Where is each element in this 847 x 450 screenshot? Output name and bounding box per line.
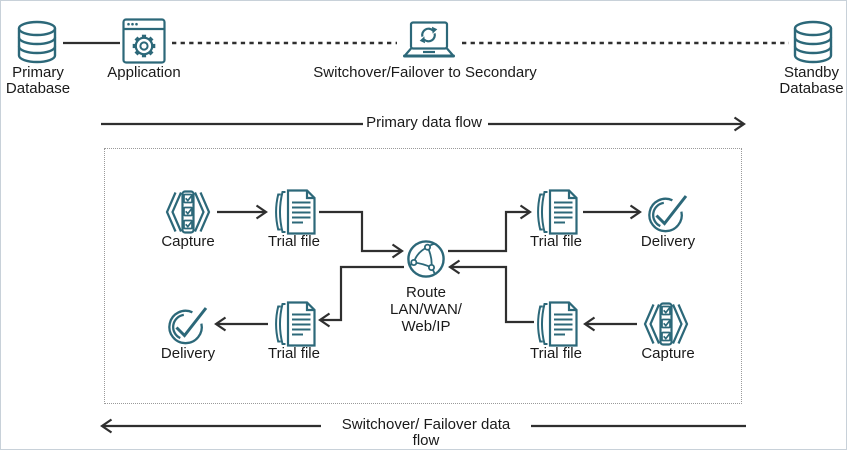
- switchover-data-flow-label: Switchover/ Failover data flow: [341, 416, 511, 449]
- delivery-label: Delivery: [640, 233, 696, 250]
- trail-file-icon: [272, 301, 316, 347]
- pipeline-boundary-box: [104, 148, 742, 404]
- delivery-check-icon: [164, 302, 210, 346]
- trail-file-icon: [272, 189, 316, 235]
- capture-label: Capture: [161, 233, 215, 250]
- capture-checklist-icon: [642, 302, 690, 346]
- trial-file-label: Trial file: [268, 345, 320, 362]
- application-label: Application: [107, 64, 181, 81]
- laptop-sync-icon: [400, 21, 458, 61]
- standby-database-label: Standby Database: [779, 64, 844, 97]
- capture-label: Capture: [641, 345, 695, 362]
- trail-file-icon: [534, 189, 578, 235]
- primary-database-label: Primary Database: [5, 64, 71, 97]
- route-label-line1: Route: [405, 284, 447, 301]
- trail-file-icon: [534, 301, 578, 347]
- network-globe-icon: [406, 239, 446, 279]
- application-gear-icon: [122, 18, 166, 64]
- trial-file-label: Trial file: [530, 233, 582, 250]
- capture-checklist-icon: [164, 190, 212, 234]
- primary-data-flow-label: Primary data flow: [366, 114, 482, 131]
- delivery-label: Delivery: [160, 345, 216, 362]
- route-label: Route LAN/WAN/ Web/IP: [374, 284, 478, 335]
- trial-file-label: Trial file: [530, 345, 582, 362]
- route-label-line2: LAN/WAN/: [390, 301, 462, 318]
- standby-database-icon: [792, 20, 834, 64]
- trial-file-label: Trial file: [268, 233, 320, 250]
- route-label-line3: Web/IP: [401, 318, 451, 335]
- delivery-check-icon: [644, 190, 690, 234]
- primary-database-icon: [16, 20, 58, 64]
- switchover-to-secondary-label: Switchover/Failover to Secondary: [313, 64, 537, 81]
